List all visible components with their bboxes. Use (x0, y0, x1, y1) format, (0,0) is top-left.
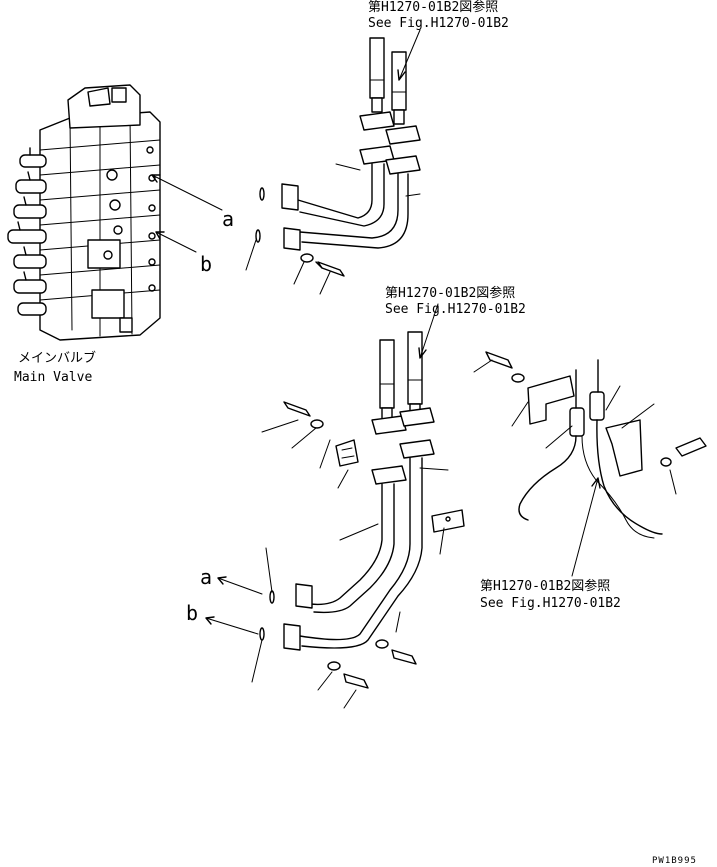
main-valve-drawing (7, 84, 161, 341)
svg-text:See Fig.H1270-01B2: See Fig.H1270-01B2 (385, 302, 526, 317)
lower-connection-arrows (205, 576, 263, 635)
label-b-upper: b (200, 252, 212, 276)
svg-text:メインバルブ: メインバルブ (18, 350, 96, 366)
lower-hose-assembly (251, 303, 465, 709)
svg-text:第H1270-01B2図参照: 第H1270-01B2図参照 (368, 0, 498, 15)
label-b-lower: b (186, 601, 198, 625)
svg-text:See Fig.H1270-01B2: See Fig.H1270-01B2 (368, 16, 509, 31)
upper-connection-arrows (151, 174, 223, 253)
main-valve-label: メインバルブ Main Valve (14, 350, 96, 385)
reference-label-bottom: 第H1270-01B2図参照 See Fig.H1270-01B2 (480, 578, 621, 611)
drawing-code: PW1B995 (652, 856, 697, 866)
svg-text:第H1270-01B2図参照: 第H1270-01B2図参照 (480, 578, 610, 594)
label-a-lower: a (200, 565, 212, 589)
svg-text:See Fig.H1270-01B2: See Fig.H1270-01B2 (480, 596, 621, 611)
label-a-upper: a (222, 207, 234, 231)
upper-hose-assembly (245, 29, 421, 295)
reference-label-middle: 第H1270-01B2図参照 See Fig.H1270-01B2 (385, 285, 526, 317)
svg-text:第H1270-01B2図参照: 第H1270-01B2図参照 (385, 285, 515, 301)
bracket-assembly (473, 351, 707, 577)
svg-text:Main Valve: Main Valve (14, 370, 92, 385)
reference-label-top: 第H1270-01B2図参照 See Fig.H1270-01B2 (368, 0, 509, 31)
